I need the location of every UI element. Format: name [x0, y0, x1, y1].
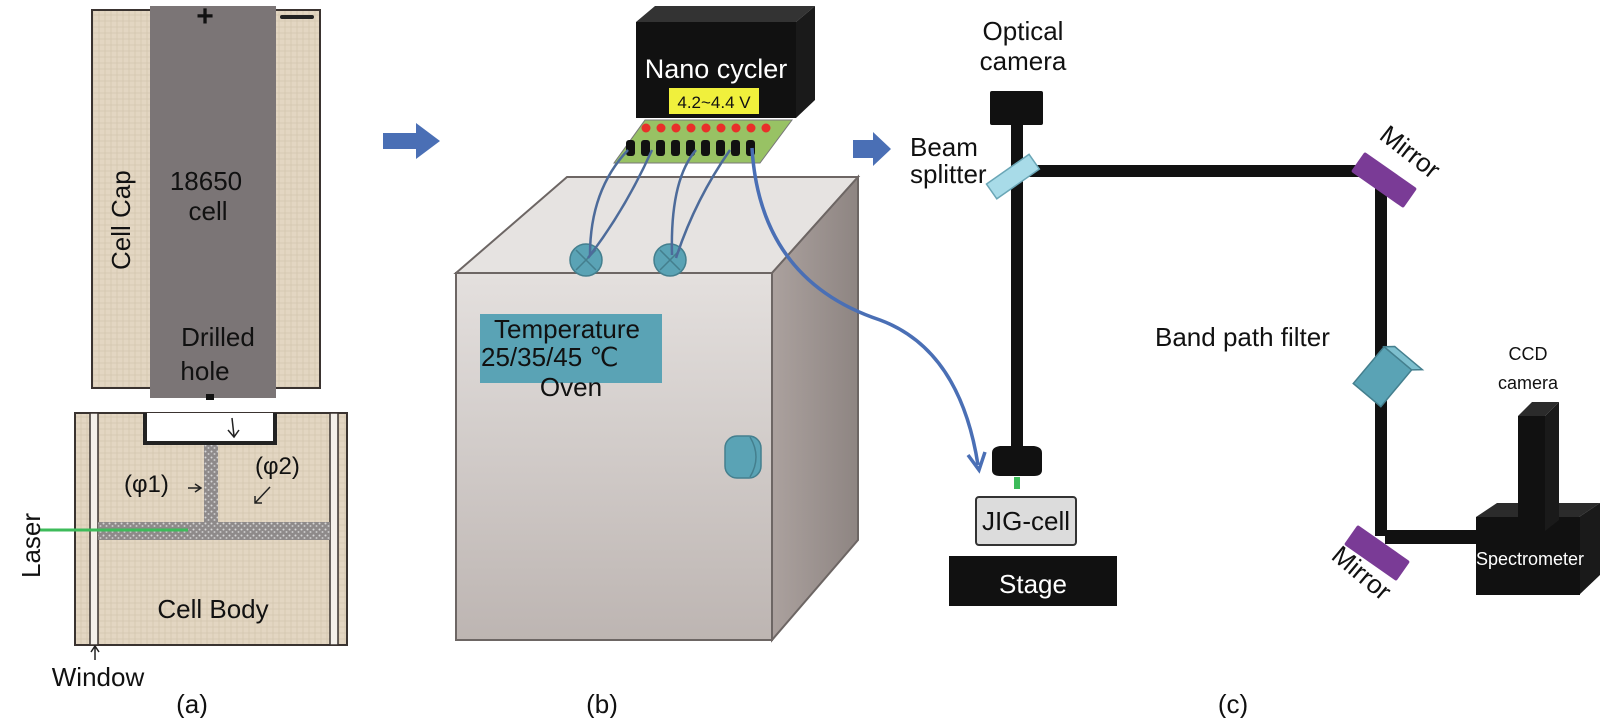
cycler-top: [636, 6, 815, 22]
connector-pin-black: [641, 140, 650, 156]
panel-a: + Cell Cap 18650 cell Drilled hole (φ1) …: [16, 0, 348, 718]
panel-c-caption: (c): [1218, 689, 1248, 718]
ccd-camera-label-line1: CCD: [1509, 344, 1548, 364]
connector-pins: [626, 123, 771, 156]
cable-2: [587, 149, 654, 259]
drilled-hole-label-line2: hole: [180, 356, 229, 386]
window-arrow-icon: [90, 644, 100, 660]
phi1-arrow-icon: [188, 483, 203, 493]
beam-splitter-label-line2: splitter: [910, 159, 987, 189]
drilled-hole-label-line1: Drilled: [181, 322, 255, 352]
beam-splitter-label-line1: Beam: [910, 132, 978, 162]
flow-arrow-icon: [853, 132, 891, 166]
phi1-label: (φ1): [124, 471, 169, 498]
spectrometer-label: Spectrometer: [1476, 549, 1584, 569]
nano-cycler-label: Nano cycler: [645, 54, 788, 84]
window-label: Window: [52, 662, 145, 692]
band-path-filter: [1352, 345, 1425, 408]
mirror-top: [1351, 152, 1417, 208]
cable-1: [588, 149, 629, 256]
cable-arrowhead-icon: [966, 451, 987, 474]
panel-c: Optical camera Beam splitter Mirror Band…: [910, 16, 1600, 718]
optical-camera-label-line1: Optical: [983, 16, 1064, 46]
ccd-camera: [1518, 402, 1559, 531]
connector-pin-red: [671, 123, 681, 133]
flow-arrow-icon: [383, 123, 440, 159]
band-path-filter-label: Band path filter: [1155, 322, 1330, 352]
stage: [949, 556, 1117, 606]
cable-4: [674, 149, 732, 259]
cell-cap-label: Cell Cap: [106, 170, 136, 270]
panel-b-caption: (b): [586, 689, 618, 718]
connector-pin-black: [716, 140, 725, 156]
voltage-badge: [669, 88, 759, 114]
jig-cell-label: JIG-cell: [982, 506, 1070, 536]
ccd-camera-label-line2: camera: [1498, 373, 1559, 393]
connector-pin-black: [701, 140, 710, 156]
temperature-label-line1: Temperature: [494, 314, 640, 344]
temperature-label-line2: 25/35/45 ℃: [481, 342, 619, 372]
connector-pin-black: [626, 140, 635, 156]
connector-pin-red: [686, 123, 696, 133]
jig-cell: [975, 496, 1077, 546]
channel-phi2: [98, 522, 330, 540]
laser-spot: [1014, 477, 1020, 489]
battery-18650-cell: [150, 6, 276, 398]
cable-3: [670, 149, 697, 256]
feedthrough-port-1: [569, 243, 603, 277]
optical-camera: [990, 91, 1043, 125]
beam-path-horizontal-bottom: [1385, 530, 1485, 544]
beam-splitter: [985, 153, 1041, 200]
panel-b: Temperature 25/35/45 ℃ Oven Nano cycler …: [453, 6, 987, 718]
phi2-label: (φ2): [255, 453, 300, 480]
channel-phi1: [204, 445, 218, 523]
objective-lens: [992, 446, 1042, 476]
phi2-arrow-icon: [254, 486, 271, 504]
beam-path-vertical-left: [1011, 122, 1023, 452]
connector-pin-red: [656, 123, 666, 133]
cell-label-line1: 18650: [170, 166, 242, 196]
cable-to-jig-cell: [750, 147, 980, 466]
positive-terminal-icon: +: [196, 0, 214, 33]
connector-pin-black: [656, 140, 665, 156]
cell-label-line2: cell: [188, 196, 227, 226]
cell-body-label: Cell Body: [157, 594, 268, 624]
connector-pin-red: [761, 123, 771, 133]
temperature-display: [480, 314, 662, 383]
drilled-hole-marker: [206, 394, 214, 400]
beam-path-horizontal-top: [1020, 165, 1366, 177]
connector-pin-red: [701, 123, 711, 133]
stage-label: Stage: [999, 569, 1067, 599]
panel-a-caption: (a): [176, 689, 208, 718]
feedthrough-port-2: [653, 243, 687, 277]
oven-door-handle: [724, 435, 762, 479]
connector-pin-black: [731, 140, 740, 156]
connector-pin-red: [716, 123, 726, 133]
connector-pin-red: [731, 123, 741, 133]
window-right: [329, 412, 339, 646]
voltage-label: 4.2~4.4 V: [677, 93, 751, 112]
oven-label: Oven: [540, 372, 602, 402]
negative-terminal-icon: [280, 15, 314, 19]
cycler-side: [796, 6, 815, 118]
connector-pin-red: [746, 123, 756, 133]
arrow-down-icon: [227, 417, 240, 439]
laser-label: Laser: [16, 513, 46, 578]
mirror-bottom: [1344, 525, 1410, 581]
optical-camera-label-line2: camera: [980, 46, 1067, 76]
connector-pin-black: [671, 140, 680, 156]
connector-pin-red: [641, 123, 651, 133]
